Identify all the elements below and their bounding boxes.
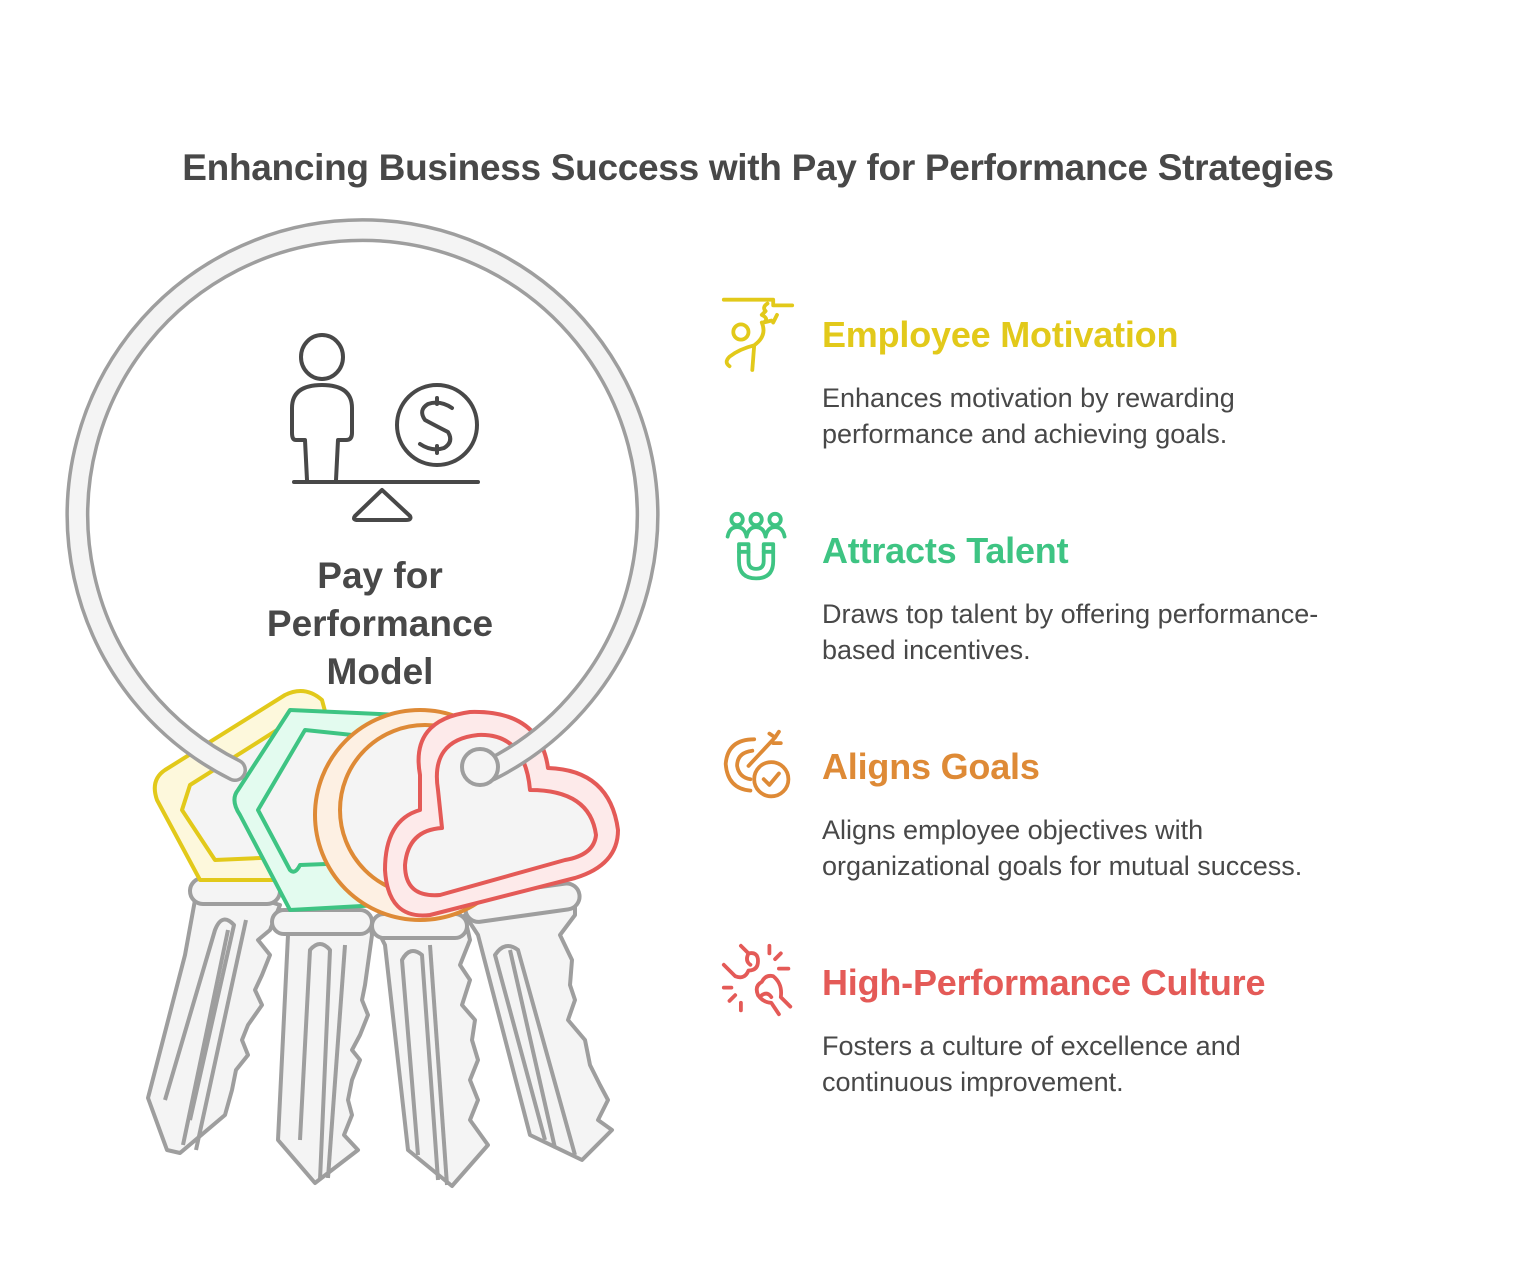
center-label-line-2: Performance: [266, 603, 494, 644]
key-blade-4: [463, 891, 614, 1162]
key-head-cloud: [383, 709, 620, 918]
item-heading: Employee Motivation: [822, 314, 1179, 355]
climbing-person-icon: [721, 297, 795, 372]
key-ring: [65, 218, 660, 787]
key-blade-3: [373, 916, 490, 1188]
fist-bump-icon: [721, 943, 793, 1017]
item-description: Enhances motivation by rewarding perform…: [822, 383, 1235, 449]
target-check-icon: [723, 729, 791, 799]
item-description: Draws top talent by offering performance…: [822, 599, 1319, 665]
center-label: Pay for Performance Model: [230, 552, 530, 696]
magnet-people-icon: [725, 511, 787, 581]
center-label-line-1: Pay for: [317, 555, 443, 596]
item-heading: Attracts Talent: [822, 530, 1069, 571]
center-label-line-3: Model: [326, 651, 434, 692]
diagram-title: Enhancing Business Success with Pay for …: [182, 147, 1334, 188]
key-blades: [146, 876, 614, 1188]
person-money-balance-icon: [290, 333, 480, 522]
key-blade-1: [146, 878, 282, 1155]
item-description: Fosters a culture of excellence and cont…: [822, 1031, 1241, 1097]
key-blade-2: [276, 908, 374, 1185]
item-heading: Aligns Goals: [822, 746, 1040, 787]
item-description: Aligns employee objectives with organiza…: [822, 815, 1303, 881]
item-heading: High-Performance Culture: [822, 962, 1266, 1003]
